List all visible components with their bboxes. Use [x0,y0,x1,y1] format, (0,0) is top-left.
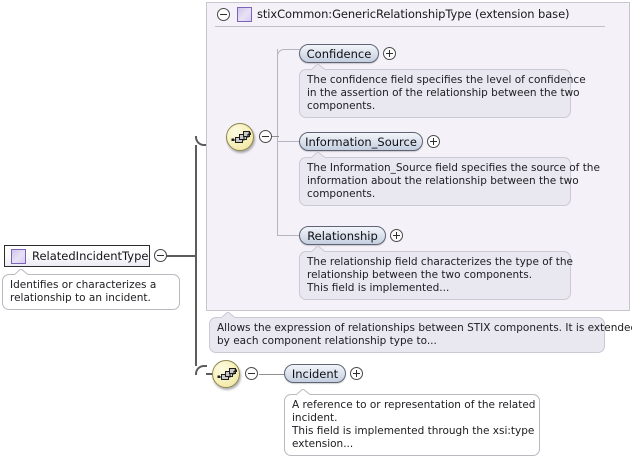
annotation-line: incident. [292,412,338,424]
extension-base-collapse-toggle-icon[interactable] [217,8,230,21]
extension-base-panel: stixCommon:GenericRelationshipType (exte… [206,2,630,311]
annotation-line: The Information_Source field specifies t… [307,162,600,174]
annotation-line: Allows the expression of relationships b… [217,322,632,334]
annotation-extension-base: Allows the expression of relationships b… [209,317,632,353]
element-node-confidence[interactable]: Confidence [299,44,379,63]
complex-type-icon [237,7,252,22]
sequence-icon-local-branch[interactable] [212,360,240,388]
inner-tree-corner-confidence [277,49,301,58]
sequence-icon-extension-base[interactable] [226,123,254,151]
annotation-line: extension... [292,438,354,450]
element-node-incident[interactable]: Incident [284,364,346,383]
element-label-relationship: Relationship [307,229,378,243]
annotation-line: Identifies or characterizes a [10,279,157,291]
sequence-glyph [231,131,251,143]
extension-base-header: stixCommon:GenericRelationshipType (exte… [207,3,629,27]
complex-type-icon [11,249,26,264]
annotation-line: This field is implemented... [307,282,450,294]
annotation-line: The confidence field specifies the level… [307,74,586,86]
annotation-line: components. [307,188,376,200]
annotation-tail [297,389,310,395]
annotation-line: A reference to or representation of the … [292,399,536,411]
annotation-line: information about the relationship betwe… [307,175,579,187]
annotation-information-source: The Information_Source field specifies t… [299,157,600,206]
annotation-root: Identifies or characterizes a relationsh… [2,274,180,310]
annotation-tail [15,269,28,275]
root-connector-stub [163,255,196,257]
annotation-tail [222,312,235,318]
annotation-line: in the assertion of the relationship bet… [307,87,580,99]
annotation-line: The relationship field characterizes the… [307,256,573,268]
annotation-line: relationship to an incident. [10,292,151,304]
inner-tree-lead-information-source [277,141,301,142]
annotation-tail [312,152,325,158]
sequence-glyph [217,368,237,380]
element-expand-toggle-confidence-icon[interactable] [383,47,396,60]
annotation-incident: A reference to or representation of the … [284,394,540,456]
root-node-label: RelatedIncidentType [32,249,149,263]
element-expand-toggle-relationship-icon[interactable] [390,229,403,242]
compositor-collapse-toggle-extension-base-icon[interactable] [259,130,272,143]
annotation-tail [312,64,325,70]
annotation-relationship: The relationship field characterizes the… [299,251,573,300]
element-node-relationship[interactable]: Relationship [299,226,386,245]
element-label-confidence: Confidence [306,47,372,61]
annotation-line: by each component relationship type to..… [217,335,437,347]
element-label-information-source: Information_Source [305,135,417,149]
element-expand-toggle-incident-icon[interactable] [350,367,363,380]
compositor-collapse-toggle-local-branch-icon[interactable] [245,367,258,380]
annotation-confidence: The confidence field specifies the level… [299,69,586,118]
element-label-incident: Incident [291,367,339,381]
header-divider [215,26,605,27]
annotation-line: components. [307,100,376,112]
branch-vertical-trunk [195,145,197,366]
incident-connector-wire [259,374,285,375]
root-collapse-toggle-icon[interactable] [154,249,167,262]
annotation-line: relationship between the two components. [307,269,533,281]
branch-corner-bottom [195,365,207,375]
root-node-related-incident-type[interactable]: RelatedIncidentType [4,245,150,267]
branch-corner-top [195,136,207,146]
extension-base-title: stixCommon:GenericRelationshipType (exte… [257,7,570,21]
inner-tree-lead-relationship [277,235,301,236]
annotation-line: This field is implemented through the xs… [292,425,535,437]
inner-tree-spine [277,49,278,236]
annotation-tail [312,246,325,252]
element-node-information-source[interactable]: Information_Source [299,132,423,151]
element-expand-toggle-information-source-icon[interactable] [427,135,440,148]
